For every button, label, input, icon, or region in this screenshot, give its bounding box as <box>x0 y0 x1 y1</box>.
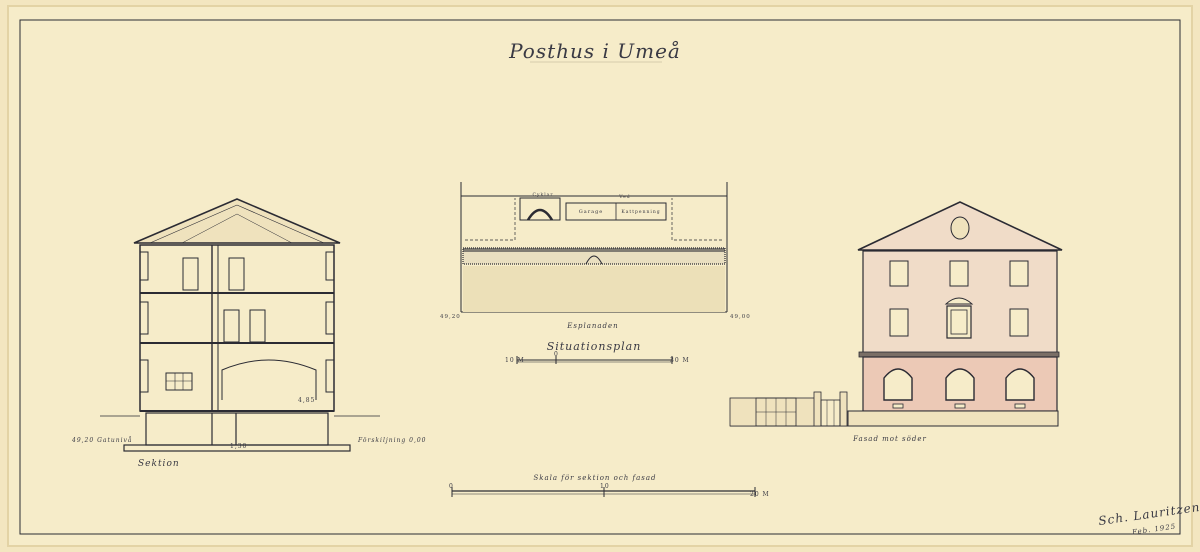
situation-plan <box>460 182 728 313</box>
section-level-a: 1,30 <box>230 443 247 450</box>
roof-truss <box>149 204 238 244</box>
facade-drawing <box>729 201 1063 427</box>
facade-window <box>1009 308 1029 337</box>
main-scale-mid: 10 <box>600 483 610 490</box>
arched-window <box>1005 368 1035 401</box>
entrance-arch <box>585 255 603 265</box>
section-door <box>228 257 245 291</box>
cellar-vent <box>892 403 904 409</box>
section-window <box>165 372 193 391</box>
drawing-border <box>19 19 1181 535</box>
facade-label: Fasad mot söder <box>852 435 927 443</box>
facade-window <box>1009 260 1029 287</box>
courtyard-outline <box>465 198 516 241</box>
main-scale-end: 20 M <box>750 491 770 498</box>
side-recess <box>325 359 335 393</box>
cellar-vent <box>1014 403 1026 409</box>
section-label: Sektion <box>138 459 180 469</box>
cellar-vent <box>954 403 966 409</box>
ground-note-right: Förskiljning 0,00 <box>357 437 426 444</box>
section-level-b: 4,85 <box>298 397 315 404</box>
section-arch <box>221 359 317 400</box>
esplanade-area <box>463 266 725 312</box>
side-recess <box>139 251 149 281</box>
section-door <box>249 309 266 343</box>
facade-window <box>946 305 972 339</box>
kattpenning-label: Kattpenning <box>621 209 660 215</box>
level-left: 49,20 <box>440 314 461 320</box>
situation-scale-mid: 0 <box>554 351 559 358</box>
gable-oculus <box>950 216 970 240</box>
roof-truss <box>236 213 293 244</box>
side-recess <box>139 301 149 335</box>
facade-plinth <box>847 410 1059 427</box>
side-recess <box>139 359 149 393</box>
main-scale-start: 0 <box>449 483 454 490</box>
esplanade-label: Esplanaden <box>566 322 618 330</box>
gate <box>820 399 841 427</box>
section-drawing <box>100 198 380 452</box>
level-right: 49,00 <box>730 314 751 320</box>
arched-window <box>945 368 975 401</box>
cycle-shed <box>519 197 561 221</box>
side-recess <box>325 251 335 281</box>
gate-post <box>813 391 822 427</box>
situation-plan-title: Situationsplan <box>547 340 642 353</box>
cykelar-label: Cyklar <box>533 192 554 198</box>
footprint-wall <box>463 248 725 252</box>
cycle-shed-arch <box>526 208 554 221</box>
facade-window <box>889 260 909 287</box>
situation-scale-end: 30 M <box>670 357 690 364</box>
section-foundation <box>123 444 351 452</box>
drawing-title: Posthus i Umeå <box>508 39 681 63</box>
garage-label: Garage <box>579 209 604 215</box>
facade-window-inner <box>950 309 968 335</box>
arched-window <box>883 368 913 401</box>
situation-scale-start: 10 M <box>505 357 525 364</box>
gate-post <box>839 391 848 427</box>
main-scale-bar <box>451 487 756 497</box>
roof-truss <box>236 204 325 244</box>
roof-truss <box>181 213 238 244</box>
section-door <box>182 257 199 291</box>
situation-scale-bar <box>516 356 673 364</box>
scale-caption: Skala för sektion och fasad <box>533 474 656 482</box>
courtyard-outline <box>671 198 722 241</box>
facade-window <box>949 260 969 287</box>
window-pediment <box>944 297 974 305</box>
section-door <box>223 309 240 343</box>
ved-label: Ved <box>618 194 630 200</box>
facade-string-course <box>858 351 1060 358</box>
section-roof <box>133 198 341 244</box>
ground-note-left: 49,20 Gatunivå <box>71 437 132 444</box>
side-recess <box>325 301 335 335</box>
facade-window <box>889 308 909 337</box>
